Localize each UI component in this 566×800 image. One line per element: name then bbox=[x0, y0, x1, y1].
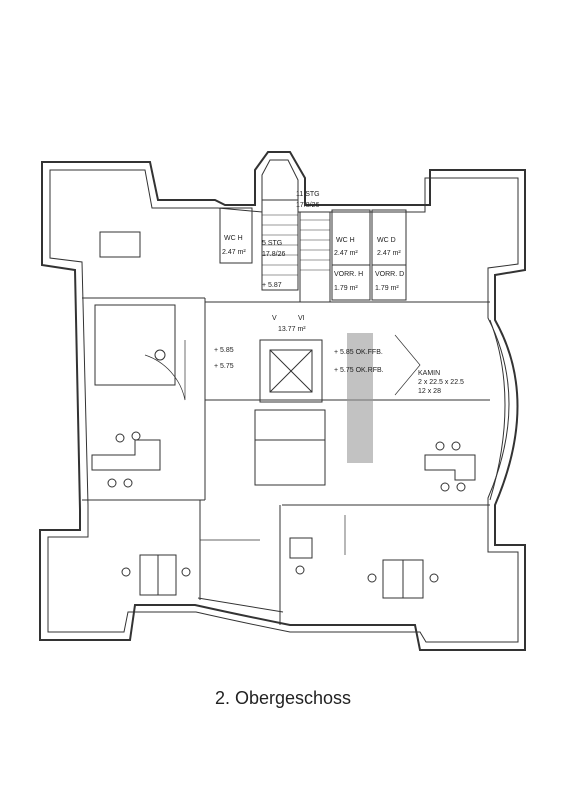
label-kamin-dim2: 12 x 28 bbox=[418, 388, 441, 395]
label-level-587: + 5.87 bbox=[262, 282, 282, 289]
plan-caption: 2. Obergeschoss bbox=[214, 688, 352, 708]
label-stg-mid-dim: 17.8/26 bbox=[262, 251, 285, 258]
highlight-block bbox=[347, 333, 373, 463]
label-level-575: + 5.75 bbox=[214, 363, 234, 370]
label-stg-top: 11 STG bbox=[296, 191, 320, 198]
label-kamin: KAMIN bbox=[418, 370, 440, 377]
label-roman-vi: VI bbox=[298, 315, 305, 322]
label-vorr-h-area: 1.79 m² bbox=[334, 285, 358, 292]
label-wc-left-area: 2.47 m² bbox=[222, 249, 246, 256]
label-roman-v: V bbox=[272, 315, 277, 322]
label-wc-left: WC H bbox=[224, 235, 243, 242]
label-hall-area: 13.77 m² bbox=[278, 326, 306, 333]
label-vorr-d: VORR. D bbox=[375, 271, 404, 278]
label-vorr-d-area: 1.79 m² bbox=[375, 285, 399, 292]
label-stg-mid: 5 STG bbox=[262, 240, 282, 247]
outer-wall-inner bbox=[47, 159, 519, 643]
outer-wall bbox=[39, 151, 526, 651]
label-ok-rfb: + 5.75 OK.RFB. bbox=[334, 367, 384, 374]
label-kamin-dim1: 2 x 22.5 x 22.5 bbox=[418, 379, 464, 386]
label-vorr-h: VORR. H bbox=[334, 271, 363, 278]
label-wc-right-area: 2.47 m² bbox=[377, 250, 401, 257]
label-wc-mid-area: 2.47 m² bbox=[334, 250, 358, 257]
label-level-585: + 5.85 bbox=[214, 347, 234, 354]
label-wc-mid: WC H bbox=[336, 237, 355, 244]
label-ok-ffb: + 5.85 OK.FFB. bbox=[334, 349, 383, 356]
label-stg-top-dim: 17.8/26 bbox=[296, 202, 319, 209]
label-wc-right: WC D bbox=[377, 237, 396, 244]
